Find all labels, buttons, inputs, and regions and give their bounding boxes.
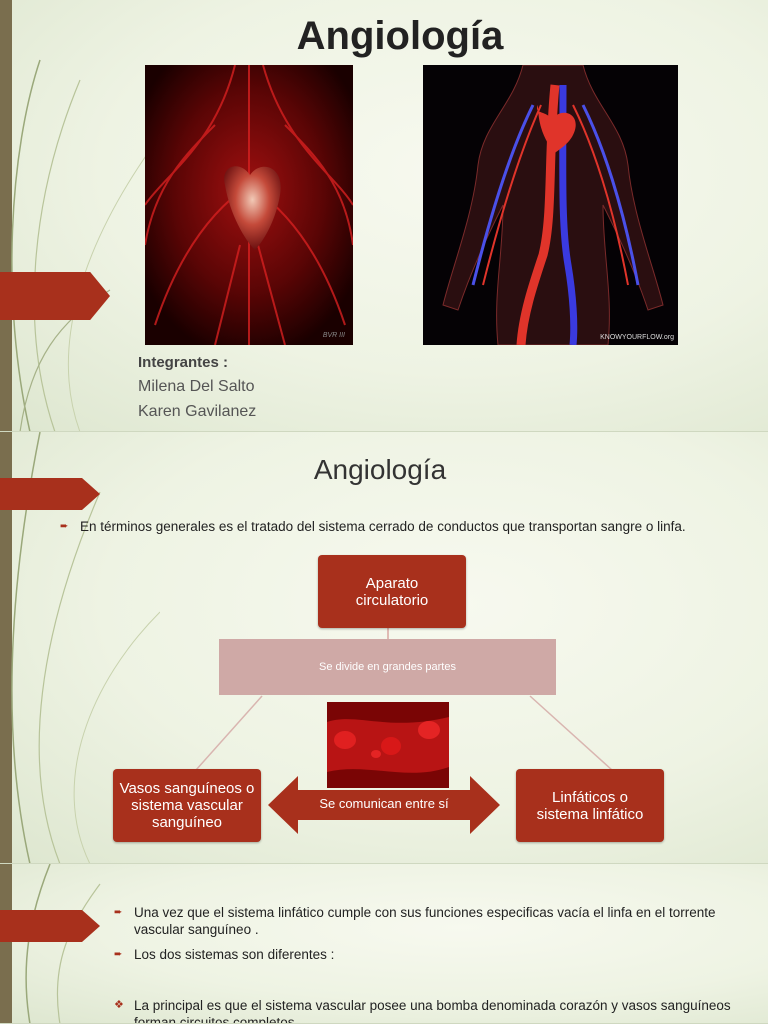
slide-left-bar xyxy=(0,432,12,863)
blood-cells-illustration xyxy=(327,702,449,788)
slide-angiologia: Angiología ➨ En términos generales es el… xyxy=(0,432,768,864)
bullet-item: ➨ Los dos sistemas son diferentes : xyxy=(114,946,734,963)
box-label: Linfáticos o sistema linfático xyxy=(536,788,644,823)
sub-bullet-item: ❖ La principal es que el sistema vascula… xyxy=(114,997,734,1024)
box-label: Aparato circulatorio xyxy=(355,574,429,609)
bullet-text: Una vez que el sistema linfático cumple … xyxy=(134,905,716,937)
slide-title-heading: Angiología xyxy=(296,14,504,58)
members-label: Integrantes : xyxy=(138,354,229,371)
photo-credit-right: KNOWYOURFLOW.org xyxy=(600,334,674,341)
slide-tab-marker xyxy=(0,478,100,510)
box-linfaticos: Linfáticos o sistema linfático xyxy=(516,769,664,842)
box-label: Vasos sanguíneos o sistema vascular sang… xyxy=(119,780,255,831)
decorative-swoosh xyxy=(11,59,151,431)
arrow-label: Se comunican entre sí xyxy=(319,796,449,811)
slide-tab-marker xyxy=(0,272,110,320)
photo-credit-left: BVR III xyxy=(322,332,345,339)
slide-sistemas: ➨ Una vez que el sistema linfático cumpl… xyxy=(0,864,768,1024)
box-aparato-circulatorio: Aparato circulatorio xyxy=(318,555,466,628)
circulation-body-image: KNOWYOURFLOW.org xyxy=(423,65,678,345)
bullet-text: La principal es que el sistema vascular … xyxy=(134,998,731,1024)
vascular-illustration xyxy=(145,65,353,345)
bullet-arrow-icon: ➨ xyxy=(114,949,123,960)
box-vasos-sanguineos: Vasos sanguíneos o sistema vascular sang… xyxy=(113,769,261,842)
box-se-divide: Se divide en grandes partes xyxy=(219,639,556,695)
slide-tab-marker xyxy=(0,910,100,942)
blood-vessel-image xyxy=(327,702,449,788)
slide-left-bar xyxy=(0,0,12,431)
members-block: Integrantes : Milena Del Salto Karen Gav… xyxy=(138,354,256,421)
box-label: Se divide en grandes partes xyxy=(319,661,456,673)
slide-left-bar xyxy=(0,864,12,1023)
bullet-text: En términos generales es el tratado del … xyxy=(80,519,686,534)
slide-heading: Angiología xyxy=(313,454,447,485)
bullet-arrow-icon: ➨ xyxy=(60,521,69,532)
slide-title: Angiología xyxy=(0,0,768,432)
bullet-arrow-icon: ➨ xyxy=(114,907,123,918)
bullet-item: ➨ Una vez que el sistema linfático cumpl… xyxy=(114,904,734,938)
diamond-bullet-icon: ❖ xyxy=(114,999,124,1011)
vascular-system-image: BVR III xyxy=(145,65,353,345)
body-circulation-illustration xyxy=(423,65,678,345)
member-name: Milena Del Salto xyxy=(138,378,255,395)
double-arrow-shape xyxy=(268,776,500,834)
bullet-item: ➨ En términos generales es el tratado de… xyxy=(60,518,700,535)
member-name: Karen Gavilanez xyxy=(138,403,257,420)
bullet-text: Los dos sistemas son diferentes : xyxy=(134,947,335,962)
